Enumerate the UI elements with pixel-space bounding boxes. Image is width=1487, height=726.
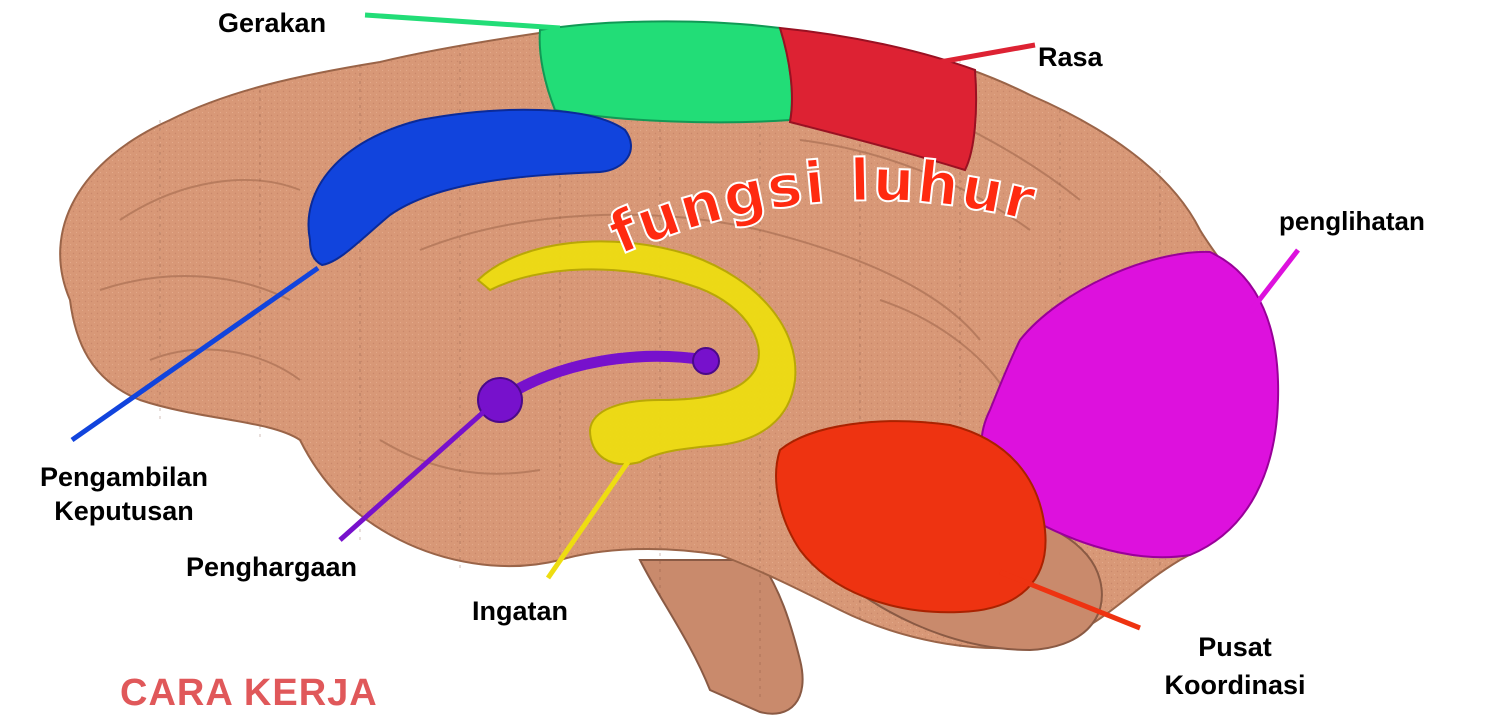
label-penghargaan: Penghargaan (186, 552, 357, 582)
label-pengambilan-line1: Pengambilan (6, 462, 242, 492)
label-penglihatan: penglihatan (1279, 206, 1425, 236)
label-pengambilan-keputusan: Pengambilan Keputusan (6, 462, 242, 526)
label-pusat-line1: Pusat (1140, 632, 1330, 662)
label-pengambilan-line2: Keputusan (6, 496, 242, 526)
region-gerakan (540, 21, 792, 122)
label-gerakan: Gerakan (218, 8, 326, 38)
label-ingatan: Ingatan (472, 596, 568, 626)
label-pusat-line2: Koordinasi (1140, 670, 1330, 700)
heading-cara-kerja: CARA KERJA (120, 672, 378, 715)
label-pusat-koordinasi: Pusat Koordinasi (1140, 632, 1330, 700)
label-rasa: Rasa (1038, 42, 1103, 72)
brain-stem (640, 560, 803, 714)
